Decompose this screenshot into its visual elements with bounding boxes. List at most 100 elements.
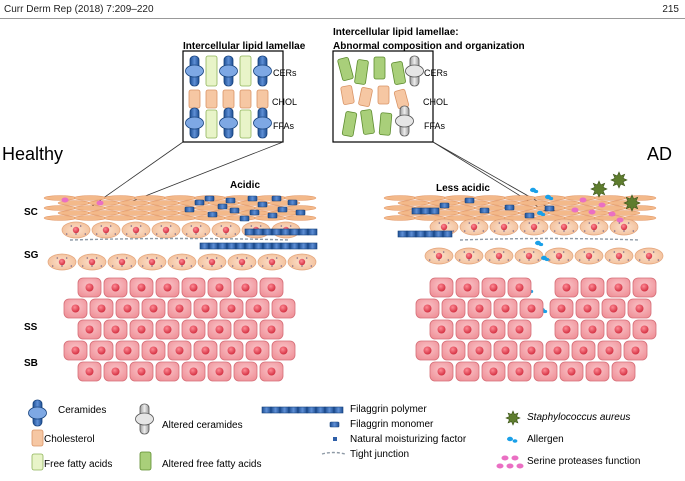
- less-acidic-label: Less acidic: [436, 183, 490, 194]
- corneocyte: [73, 215, 107, 221]
- allergen: [541, 255, 550, 262]
- granular-cell: [634, 247, 664, 265]
- altered-ceramide: [135, 403, 154, 435]
- cholesterol: [340, 85, 355, 105]
- keratinocyte-cell: [233, 361, 258, 382]
- corneocyte: [117, 210, 151, 216]
- keratinocyte-cell: [181, 319, 206, 340]
- legend-allergen: Allergen: [527, 434, 564, 445]
- cholesterol: [239, 89, 252, 109]
- corneocyte: [163, 195, 197, 201]
- granular-cell: [107, 253, 137, 271]
- filaggrin-monomer: [225, 197, 236, 204]
- keratinocyte-cell: [507, 277, 532, 298]
- cholesterol: [31, 429, 44, 447]
- keratinocyte-cell: [632, 277, 657, 298]
- legend-filaggrin-monomer: Filaggrin monomer: [350, 419, 434, 430]
- keratinocyte-cell: [89, 298, 114, 319]
- granular-cell: [167, 253, 197, 271]
- keratinocyte-cell: [219, 298, 244, 319]
- corneocyte: [133, 215, 167, 221]
- granular-cell: [519, 218, 549, 236]
- altered-ceramide: [395, 105, 414, 137]
- healthy-inset-chol-label: CHOL: [272, 97, 298, 107]
- staphylococcus-aureus: [590, 180, 608, 198]
- acidic-label: Acidic: [230, 180, 261, 191]
- allergen: [545, 194, 554, 201]
- ceramide: [253, 55, 272, 87]
- corneocyte: [57, 210, 91, 216]
- granular-cell: [424, 247, 454, 265]
- corneocyte: [103, 195, 137, 201]
- filaggrin-polymer: [244, 228, 318, 236]
- keratinocyte-cell: [193, 340, 218, 361]
- serine-protease: [96, 200, 104, 206]
- keratinocyte-cell: [259, 361, 284, 382]
- ad-inset-title-line1: Intercellular lipid lamellae:: [333, 27, 459, 38]
- staphylococcus-aureus: [623, 194, 641, 212]
- keratinocyte-cell: [519, 298, 544, 319]
- filaggrin-monomer: [249, 209, 260, 216]
- altered-free-fatty-acid: [354, 59, 369, 85]
- legend-altered-ffa: Altered free fatty acids: [162, 459, 262, 470]
- keratinocyte-cell: [575, 298, 600, 319]
- filaggrin-monomer: [204, 195, 215, 202]
- corneocyte: [223, 205, 257, 211]
- filaggrin-monomer: [247, 195, 258, 202]
- keratinocyte-cell: [155, 277, 180, 298]
- healthy-skin-diagram: [43, 195, 318, 382]
- corneocyte: [487, 200, 521, 206]
- granular-cell: [257, 253, 287, 271]
- free-fatty-acid: [205, 109, 218, 139]
- keratinocyte-cell: [77, 361, 102, 382]
- healthy-zoom-line: [91, 141, 184, 207]
- keratinocyte-cell: [155, 361, 180, 382]
- legend-nmf: Natural moisturizing factor: [350, 434, 467, 445]
- keratinocyte-cell: [545, 340, 570, 361]
- serine-protease: [516, 463, 524, 469]
- layer-sc-label: SC: [24, 207, 38, 218]
- altered-ceramide: [405, 55, 424, 87]
- keratinocyte-cell: [467, 340, 492, 361]
- corneocyte: [383, 215, 417, 221]
- healthy-inset-ffas-label: FFAs: [273, 121, 295, 131]
- serine-protease: [608, 211, 616, 217]
- corneocyte: [103, 205, 137, 211]
- cholesterol: [256, 89, 269, 109]
- keratinocyte-cell: [533, 361, 558, 382]
- keratinocyte-cell: [115, 298, 140, 319]
- healthy-inset-title: Intercellular lipid lamellae: [183, 41, 306, 52]
- keratinocyte-cell: [632, 319, 657, 340]
- altered-free-fatty-acid: [337, 57, 354, 81]
- header-rule: [0, 18, 685, 19]
- keratinocyte-cell: [207, 277, 232, 298]
- corneocyte: [103, 215, 137, 221]
- keratinocyte-cell: [181, 277, 206, 298]
- keratinocyte-cell: [245, 340, 270, 361]
- legend-serine: Serine proteases function: [527, 456, 641, 467]
- keratinocyte-cell: [519, 340, 544, 361]
- keratinocyte-cell: [585, 361, 610, 382]
- corneocyte: [117, 200, 151, 206]
- keratinocyte-cell: [129, 277, 154, 298]
- filaggrin-monomer: [287, 199, 298, 206]
- altered-free-fatty-acid: [391, 61, 406, 85]
- filaggrin-monomer: [184, 206, 195, 213]
- keratinocyte-cell: [103, 319, 128, 340]
- keratinocyte-cell: [554, 277, 579, 298]
- keratinocyte-cell: [259, 277, 284, 298]
- ceramide: [219, 107, 238, 139]
- altered-free-fatty-acid: [378, 112, 393, 136]
- altered-free-fatty-acid: [139, 451, 152, 471]
- keratinocyte-cell: [507, 361, 532, 382]
- cholesterol: [188, 89, 201, 109]
- granular-cell: [514, 247, 544, 265]
- filaggrin-monomer: [277, 206, 288, 213]
- granular-cell: [47, 253, 77, 271]
- healthy-label: Healthy: [2, 144, 64, 164]
- journal-citation: Curr Derm Rep (2018) 7:209–220: [4, 4, 154, 15]
- tight-junction: [321, 451, 346, 455]
- staphylococcus-aureus: [610, 171, 628, 189]
- granular-cell: [489, 218, 519, 236]
- keratinocyte-cell: [467, 298, 492, 319]
